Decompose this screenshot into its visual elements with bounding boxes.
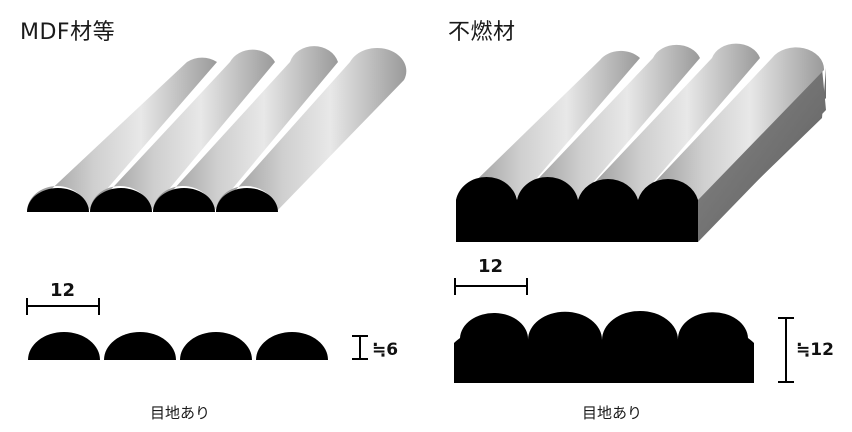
nonflammable-height-dimension	[778, 317, 794, 383]
panel-title-nonflammable: 不燃材	[448, 20, 516, 45]
mdf-ridge-1	[27, 57, 217, 212]
mdf-2d-profile	[28, 332, 328, 360]
mdf-width-dimension	[26, 298, 100, 315]
mdf-front-profile	[27, 188, 278, 212]
nonflammable-caption: 目地あり	[582, 404, 643, 422]
nonflammable-2d-profile	[454, 310, 754, 383]
panel-title-mdf: MDF材等	[20, 20, 116, 45]
nonflammable-3d-panel	[456, 43, 826, 242]
nonflammable-ridge-1	[456, 50, 640, 200]
mdf-ridge-3	[153, 46, 338, 212]
nonflammable-width-label: 12	[478, 256, 504, 277]
nonflammable-front-profile	[456, 177, 698, 242]
nonflammable-ridge-4	[638, 47, 825, 201]
mdf-ridge-4	[216, 47, 407, 212]
nonflammable-width-dimension	[454, 278, 528, 295]
mdf-width-label: 12	[50, 280, 76, 301]
mdf-ridge-2	[90, 49, 275, 213]
mdf-caption: 目地あり	[150, 404, 211, 422]
nonflammable-height-label: ≒12	[796, 340, 834, 360]
nonflammable-ridge-2	[518, 44, 700, 201]
nonflammable-ridge-3	[578, 43, 760, 200]
mdf-3d-panel	[27, 46, 407, 213]
mdf-height-label: ≒6	[372, 340, 399, 360]
mdf-height-dimension	[352, 335, 368, 360]
